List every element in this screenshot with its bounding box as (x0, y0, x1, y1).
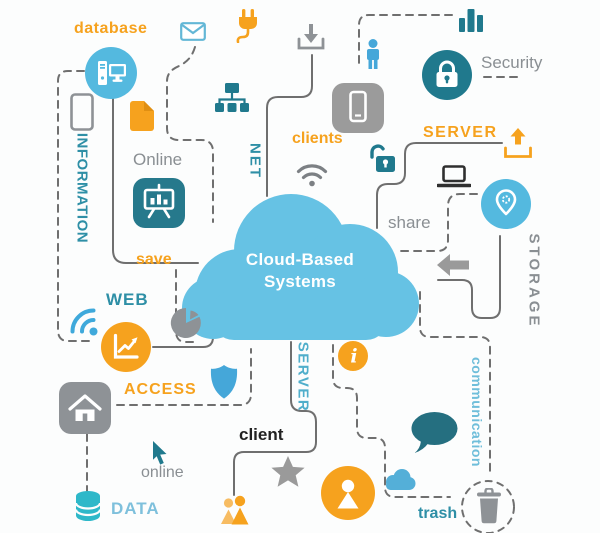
info-icon-glyph: i (350, 346, 357, 368)
user-icon (321, 466, 375, 520)
line-computer-to-cloud (112, 95, 199, 264)
label-security: Security (481, 53, 543, 72)
big-cloud (182, 194, 419, 340)
label-client: client (239, 425, 284, 444)
phone-outline-icon (70, 93, 94, 131)
hierarchy-icon (215, 83, 249, 112)
dash-access (116, 348, 252, 406)
pie-chart-icon (170, 307, 201, 338)
dash-top-security (358, 14, 453, 69)
upload-icon (504, 128, 532, 158)
label-database: database (74, 20, 148, 37)
cloud-title-line1: Cloud-Based (245, 250, 355, 269)
trash-can-icon (477, 488, 501, 524)
line-client-path (233, 341, 317, 496)
label-server-vertical: SERVER (294, 341, 312, 413)
back-arrow-icon (437, 254, 469, 276)
dash-communication (419, 291, 491, 477)
label-server-top: SERVER (423, 124, 498, 141)
open-padlock-icon (370, 144, 395, 172)
workstation-icon (85, 47, 137, 99)
line-chart-icon (101, 322, 151, 372)
label-online-top: Online (133, 150, 183, 169)
dash-save-down (175, 269, 194, 343)
security-lock-icon (422, 50, 472, 100)
database-cylinder-icon (75, 491, 101, 521)
label-information: INFORMATION (73, 132, 91, 244)
label-trash: trash (418, 505, 458, 522)
label-online-bottom: online (141, 464, 184, 481)
star-icon (271, 456, 305, 487)
line-server-underline (376, 142, 503, 229)
document-icon (130, 101, 154, 131)
envelope-icon (180, 22, 206, 41)
wifi-icon (296, 164, 328, 187)
label-share: share (388, 213, 431, 232)
cloud-title-line2: Systems (263, 272, 337, 291)
label-access: ACCESS (124, 381, 197, 398)
label-data: DATA (111, 499, 160, 518)
laptop-icon (437, 165, 471, 188)
label-save: save (136, 251, 172, 268)
download-icon (297, 24, 325, 50)
rss-icon (70, 308, 98, 336)
person-icon (367, 39, 379, 69)
plug-icon (236, 9, 257, 43)
dash-info-staircase (332, 344, 451, 498)
group-icon (221, 495, 249, 525)
cursor-icon (153, 441, 167, 465)
shield-icon (210, 365, 238, 399)
dash-share-pin (397, 193, 478, 252)
home-icon (59, 382, 111, 434)
location-pin-icon (481, 179, 531, 229)
speech-bubble-icon (411, 412, 458, 453)
bar-chart-icon (459, 9, 483, 32)
dash-envelope-path (166, 46, 214, 223)
cloud-title: Cloud-Based Systems (228, 249, 372, 293)
line-storage (437, 235, 501, 319)
smartphone-icon (332, 83, 384, 133)
line-download-to-net (266, 54, 313, 197)
label-net: NET (246, 143, 264, 179)
info-icon: i (338, 341, 368, 371)
label-web: WEB (106, 290, 149, 309)
label-storage: STORAGE (525, 233, 543, 329)
small-cloud-icon (386, 469, 416, 490)
label-clients: clients (292, 130, 343, 147)
dash-trash-circle (461, 480, 515, 533)
presentation-icon (133, 178, 185, 228)
label-communication: communication (469, 357, 485, 467)
dash-information (57, 70, 94, 342)
